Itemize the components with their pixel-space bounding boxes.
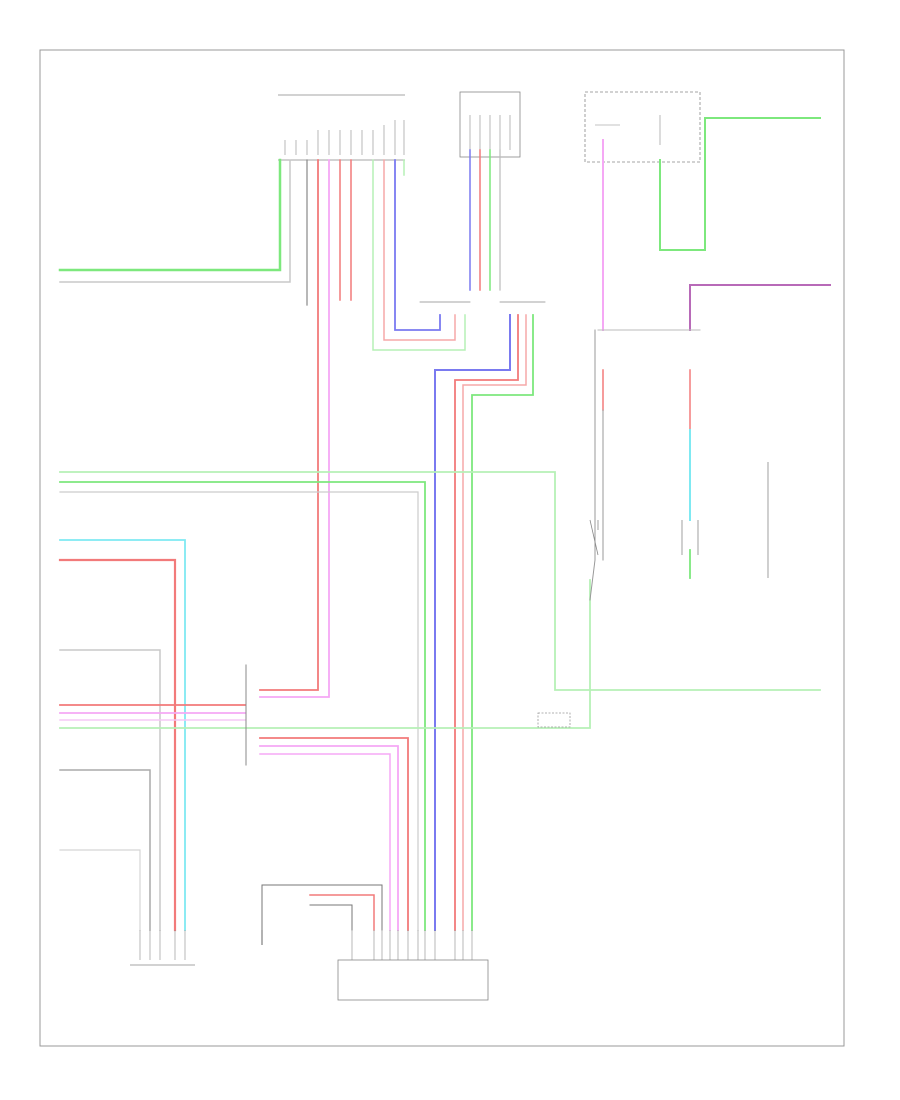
wire-green-4 — [59, 481, 426, 931]
wire-lgreen-1 — [372, 159, 466, 351]
wire-red-1 — [259, 159, 319, 691]
wire-green-5 — [659, 117, 821, 251]
wire-lgreen-3 — [59, 471, 821, 691]
wire-grey-4 — [59, 649, 161, 931]
small-connector — [537, 712, 571, 728]
wire-pink-1 — [259, 159, 330, 698]
wire-red-4 — [383, 159, 456, 341]
wire-grey-5 — [59, 769, 151, 931]
wire-grey-1 — [59, 159, 291, 283]
wire-pink-4 — [259, 745, 399, 931]
wire-dark-2 — [261, 884, 383, 931]
wire-group — [58, 117, 831, 932]
wire-blue-3 — [434, 314, 511, 931]
wire-dark-3 — [309, 904, 353, 931]
left-bottom-module — [130, 930, 195, 966]
wire-green-3 — [471, 314, 534, 931]
wire-grey-3 — [59, 491, 419, 931]
wire-red-8 — [58, 558, 177, 932]
wire-red-11 — [309, 894, 375, 931]
wire-cyan-1 — [59, 539, 186, 931]
switch-2 — [681, 520, 699, 555]
wire-red-10 — [259, 737, 409, 931]
wire-pink-5 — [259, 753, 391, 931]
wire-grey-6 — [59, 849, 141, 931]
switch-1 — [589, 519, 599, 556]
wire-green-1 — [58, 158, 282, 272]
wire-purple-1 — [689, 284, 831, 331]
bottom-center-module — [337, 930, 489, 1001]
wire-red-7 — [462, 314, 527, 931]
wire-lgreen-4 — [59, 579, 591, 729]
wire-red-6 — [454, 314, 519, 931]
wire-blue-1 — [394, 159, 441, 331]
wire-grey-7 — [589, 329, 596, 601]
relay-box — [584, 91, 701, 163]
